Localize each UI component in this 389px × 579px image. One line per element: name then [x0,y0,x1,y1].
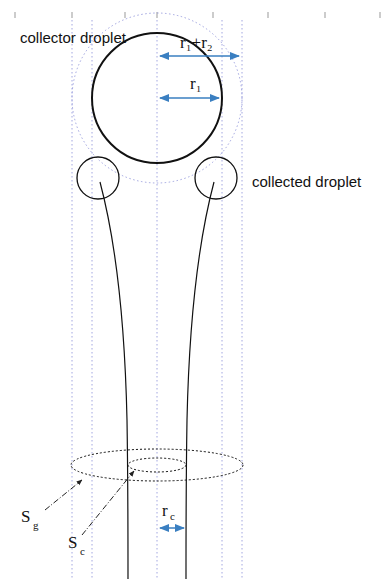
collector-label: collector droplet [20,30,126,45]
area-symbol: S [68,534,77,551]
collected-label: collected droplet [252,174,361,189]
area-subscript: c [80,546,85,557]
area-symbol: S [21,508,30,525]
dimension-label: r₁+r₂ [180,34,213,51]
area-subscript: g [33,520,39,531]
radius-label: r₁ [190,75,202,92]
radius-symbol: r [162,502,168,519]
radius-subscript: c [170,511,175,522]
